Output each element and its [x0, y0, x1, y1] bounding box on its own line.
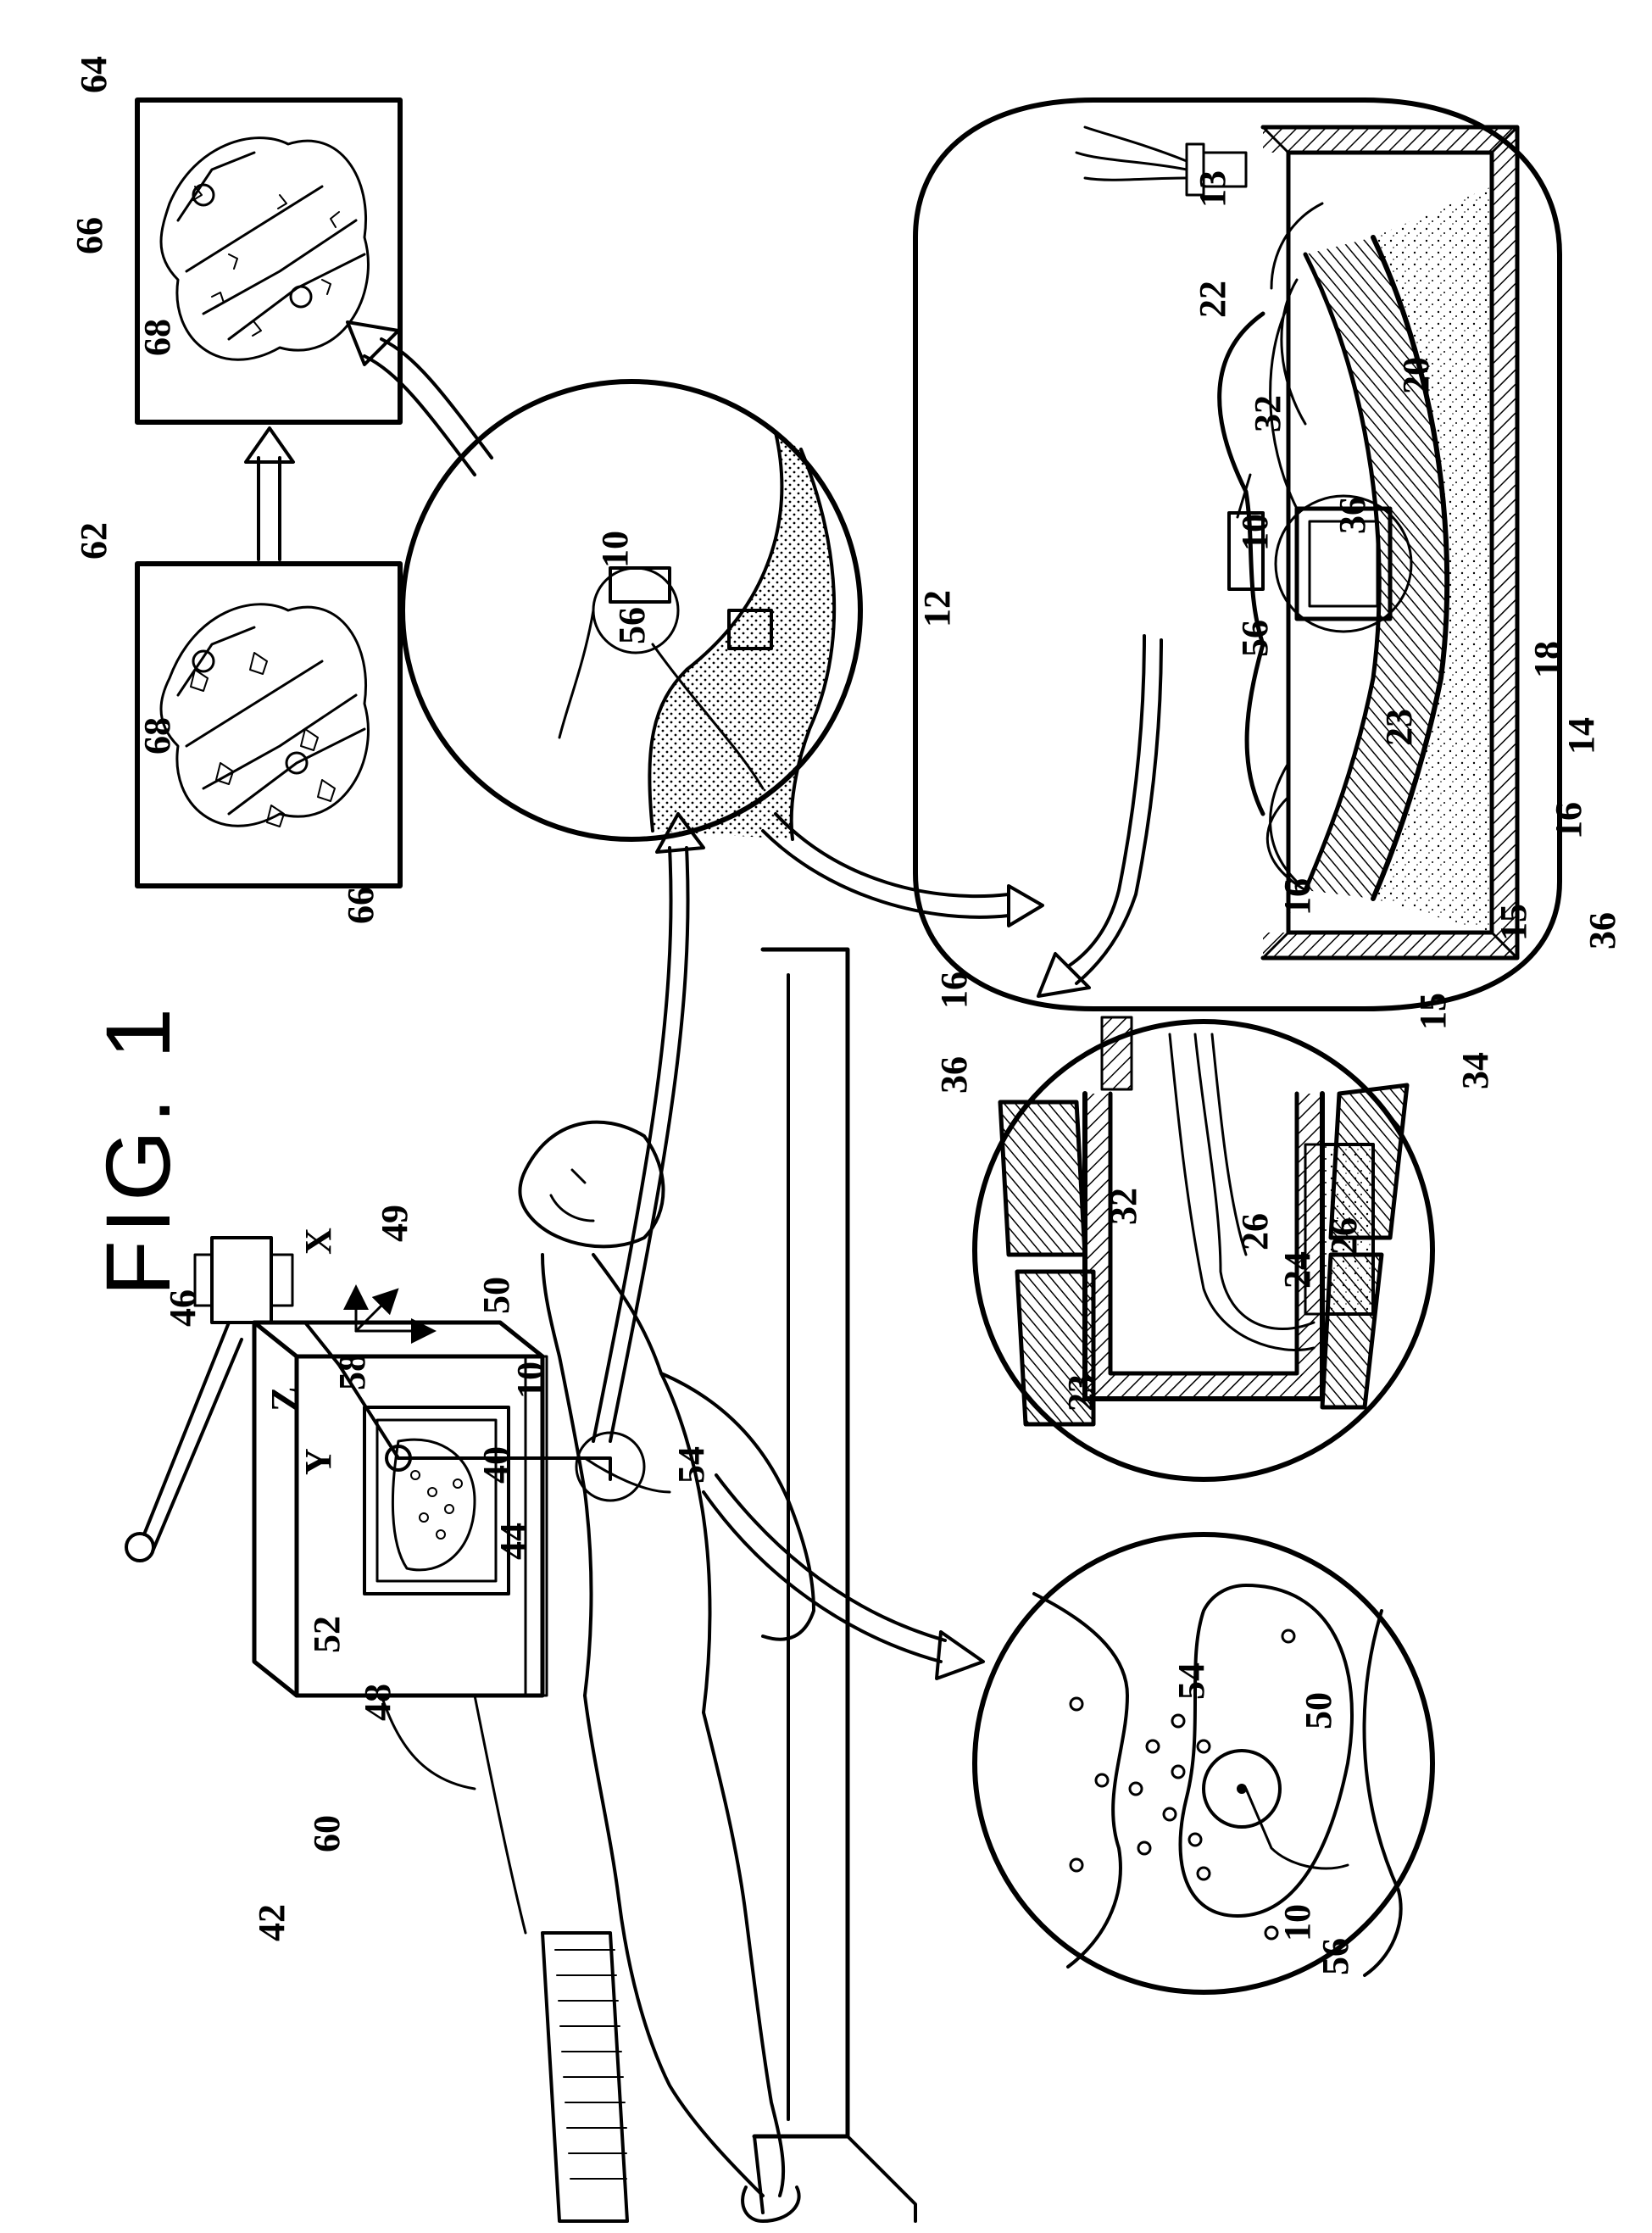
label-36-a: 36 [1332, 497, 1373, 534]
label-15-a: 15 [1493, 904, 1534, 941]
label-50-b: 50 [1298, 1692, 1339, 1729]
label-66-b: 66 [340, 887, 381, 924]
label-58: 58 [331, 1353, 373, 1390]
curved-arrow-to-panel [348, 322, 492, 475]
label-23-a: 23 [1378, 709, 1420, 746]
label-62: 62 [73, 522, 114, 560]
label-24: 24 [1277, 1251, 1318, 1289]
label-10-d: 10 [1277, 1904, 1318, 1941]
label-14: 14 [1560, 717, 1602, 755]
bed [754, 949, 915, 2221]
enclosure-detail [915, 100, 1560, 1009]
label-34: 34 [1455, 1052, 1496, 1089]
label-13: 13 [1192, 170, 1233, 208]
label-60: 60 [306, 1815, 348, 1852]
label-10-b: 10 [1234, 514, 1276, 551]
patient [520, 1122, 814, 2221]
axis-y-label: Y [298, 1448, 339, 1475]
image-panel-64 [137, 100, 400, 422]
arrow-62-to-64 [246, 428, 293, 560]
label-26-b: 26 [1323, 1217, 1365, 1255]
label-68: 68 [136, 319, 178, 356]
label-16-c: 16 [933, 972, 975, 1009]
curved-arrow-to-skin [704, 1475, 983, 1679]
label-44: 44 [492, 1523, 534, 1560]
label-42: 42 [251, 1904, 292, 1941]
label-52: 52 [306, 1616, 348, 1653]
label-66: 66 [69, 217, 110, 254]
label-23-b: 23 [1060, 1374, 1102, 1412]
label-46: 46 [162, 1289, 203, 1327]
axis-x-label: X [298, 1228, 339, 1255]
curved-arrow-to-enclosure [763, 814, 1043, 926]
label-12: 12 [916, 590, 958, 627]
label-10-a: 10 [594, 531, 636, 568]
label-56-a: 56 [611, 607, 653, 644]
label-18: 18 [1527, 641, 1568, 678]
axis-z-label: Z [264, 1387, 305, 1412]
label-50-a: 50 [476, 1277, 517, 1314]
label-36-c: 36 [933, 1056, 975, 1094]
label-64: 64 [73, 56, 114, 93]
label-68-b: 68 [136, 717, 178, 755]
label-10-c: 10 [509, 1362, 551, 1399]
label-22: 22 [1192, 281, 1233, 318]
label-20: 20 [1395, 357, 1437, 394]
label-56-c: 56 [1315, 1938, 1356, 1975]
label-26-a: 26 [1234, 1213, 1276, 1250]
skin-patch-circle [975, 1534, 1432, 1992]
curved-arrow-to-probe-detail [1038, 636, 1161, 996]
label-48: 48 [357, 1684, 398, 1721]
label-16-b: 16 [1277, 878, 1318, 916]
label-54-a: 54 [670, 1446, 712, 1484]
label-15-b: 15 [1412, 993, 1454, 1030]
figure-title: FIG. 1 [86, 1001, 189, 1296]
label-16-a: 16 [1548, 802, 1589, 839]
label-32-a: 32 [1247, 395, 1288, 432]
label-40: 40 [476, 1446, 517, 1484]
label-36-b: 36 [1582, 912, 1623, 949]
coordinate-axes [356, 1297, 424, 1331]
label-32-b: 32 [1103, 1188, 1144, 1225]
label-49: 49 [374, 1205, 415, 1242]
label-54-b: 54 [1171, 1662, 1212, 1700]
curved-arrow-to-cross-section [593, 814, 704, 1441]
label-56-b: 56 [1234, 620, 1276, 657]
